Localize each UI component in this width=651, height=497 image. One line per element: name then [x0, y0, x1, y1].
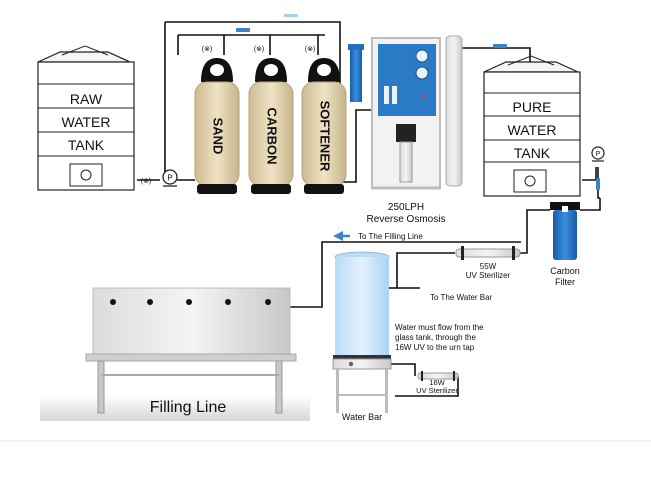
pre-filter-cartridge	[348, 44, 364, 102]
flow-arrow	[596, 178, 600, 190]
filling-nozzles	[110, 299, 271, 305]
flow-arrow	[493, 44, 507, 48]
raw-tank-line: RAW	[70, 91, 103, 107]
uv55-name: UV Sterilizer	[466, 271, 511, 280]
ro-capacity: 250LPH	[388, 202, 424, 213]
carbon-to-uv-pipe	[520, 209, 550, 254]
filter-vessel-sand: SAND	[194, 58, 240, 194]
carbon-filter-label: Filter	[555, 277, 575, 287]
uv16-name: UV Sterilizer	[416, 386, 458, 395]
filter-to-ro-pipe	[340, 109, 372, 183]
uv55-power: 55W	[480, 262, 497, 271]
filter-vessels: SAND CARBON SOFTENER	[194, 58, 347, 194]
raw-pump-icon: P	[162, 169, 178, 187]
pump-label: P	[596, 151, 601, 158]
flow-arrow	[236, 28, 250, 32]
to-filling-line-label: To The Filling Line	[358, 232, 423, 241]
note-line: glass tank, through the	[395, 333, 476, 342]
pump-to-carbon-pipe	[580, 198, 601, 211]
flow-note: Water must flow from the glass tank, thr…	[395, 323, 484, 352]
note-line: Water must flow from the	[395, 323, 484, 332]
raw-water-tank: RAW WATER TANK	[37, 45, 135, 191]
to-water-bar-label: To The Water Bar	[430, 293, 493, 302]
ro-to-pure-pipe	[462, 47, 531, 62]
uv-to-bar-pipe	[396, 252, 455, 289]
carbon-filter-label: Carbon	[550, 266, 580, 276]
valve-symbol: (⊗)	[305, 46, 316, 53]
valve-symbol: (⊗)	[202, 46, 213, 53]
pure-pump-icon: P	[591, 146, 605, 162]
filling-line-station: Filling Line	[40, 287, 310, 421]
water-bar-label: Water Bar	[342, 412, 382, 422]
raw-tank-line: WATER	[62, 114, 111, 130]
vessel-label: SOFTENER	[318, 101, 333, 172]
filling-line-label: Filling Line	[150, 399, 227, 416]
vessel-label: CARBON	[265, 107, 280, 164]
uv16-return-pipe	[395, 376, 459, 397]
uv-sterilizer-55w: 55W UV Sterilizer	[455, 246, 521, 280]
ro-name: Reverse Osmosis	[367, 214, 446, 225]
raw-valve: (⊗)	[141, 178, 152, 185]
pure-tank-line: WATER	[508, 122, 557, 138]
valve-symbol: (⊗)	[141, 178, 152, 185]
pure-tank-line: PURE	[513, 99, 552, 115]
reverse-osmosis-unit: 250LPH Reverse Osmosis	[367, 35, 463, 225]
pure-water-tank: PURE WATER TANK	[483, 55, 581, 197]
filter-vessel-carbon: CARBON	[248, 58, 294, 194]
to-filling-line-pipe	[290, 241, 521, 308]
uv-sterilizer-16w: 16W UV Sterilizer	[416, 371, 459, 395]
header-valves: (⊗) (⊗) (⊗)	[202, 46, 316, 53]
raw-tank-line: TANK	[68, 137, 105, 153]
filter-vessel-softener: SOFTENER	[301, 58, 347, 194]
flow-arrows	[236, 14, 600, 241]
water-bar-station: Water Bar	[332, 251, 392, 422]
pump-label: P	[167, 174, 172, 183]
note-line: 16W UV to the urn tap	[395, 343, 475, 352]
vessel-label: SAND	[211, 118, 226, 155]
uv16-power: 16W	[429, 378, 445, 387]
valve-symbol: (⊗)	[254, 46, 265, 53]
flow-arrow	[284, 14, 298, 17]
valve-drops	[177, 35, 319, 55]
pure-tank-line: TANK	[514, 145, 551, 161]
carbon-filter: Carbon Filter	[550, 202, 580, 287]
